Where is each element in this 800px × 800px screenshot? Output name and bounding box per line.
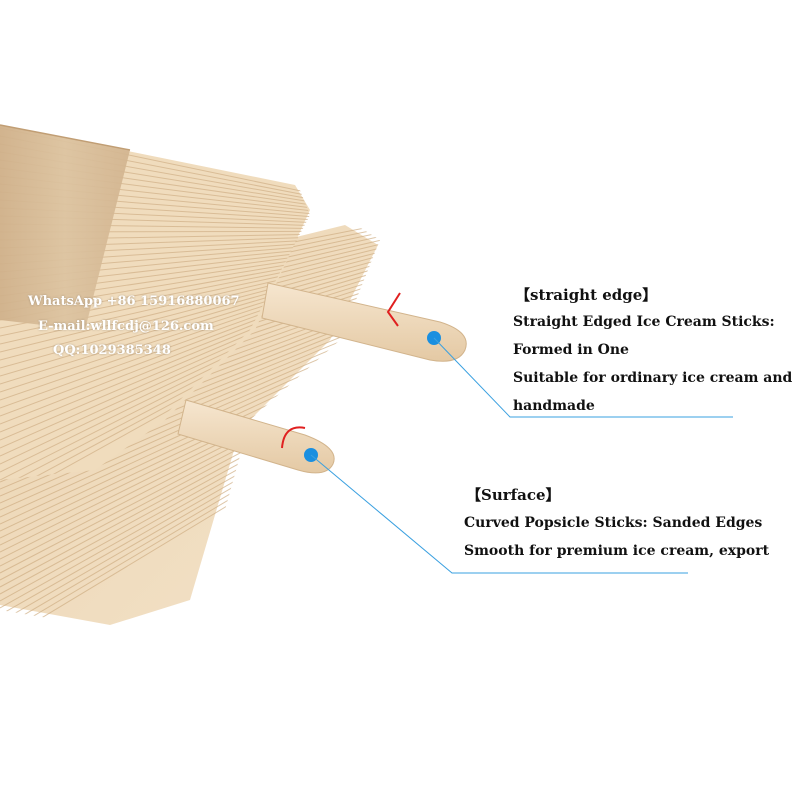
curved-leader: [310, 454, 688, 574]
callout-straight-edge-line: Straight Edged Ice Cream Sticks:: [513, 314, 775, 330]
callout-surface-line: Smooth for premium ice cream, export: [464, 543, 770, 559]
paper-band: [0, 125, 130, 330]
stick-edge: [0, 270, 310, 345]
contact-qq: QQ:1029385348: [53, 343, 171, 358]
curved-edge-mark: [281, 426, 306, 449]
straight-edge-mark: [386, 292, 401, 327]
straight-edge-leader: [433, 337, 733, 418]
callout-surface-line: Curved Popsicle Sticks: Sanded Edges: [464, 515, 763, 531]
callout-straight-edge-line: Suitable for ordinary ice cream and: [513, 370, 793, 386]
stick-edge: [0, 272, 310, 353]
callout-straight-edge-line: handmade: [513, 398, 595, 414]
callout-surface-heading: 【Surface】: [466, 486, 561, 504]
leader-lines: [310, 337, 733, 574]
contact-whatsapp: WhatsApp +86 15916880067: [28, 294, 240, 309]
callout-straight-edge-heading: 【straight edge】: [515, 286, 658, 304]
callout-straight-edge-line: Formed in One: [513, 342, 629, 358]
contact-email: E-mail:wllfcdj@126.com: [38, 319, 214, 334]
